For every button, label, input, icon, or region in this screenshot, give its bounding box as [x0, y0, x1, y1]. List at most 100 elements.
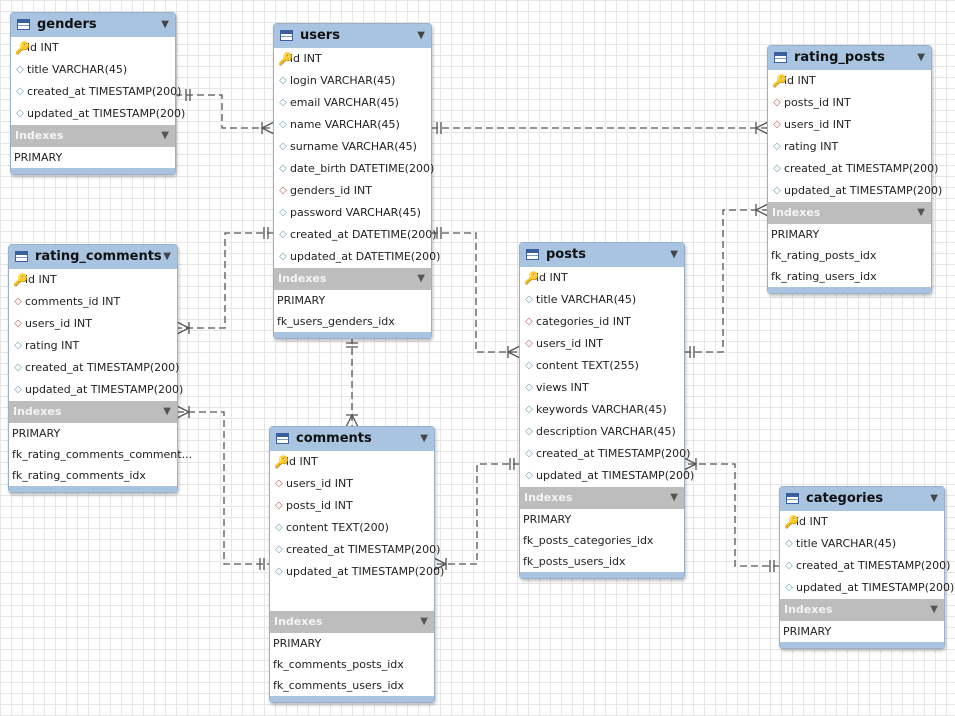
index-row[interactable]: fk_rating_comments_idx [12, 469, 146, 482]
column-row[interactable]: 🔑id INT [270, 451, 434, 473]
collapse-arrow-icon[interactable]: ▼ [163, 406, 171, 417]
column-row[interactable]: ◇title VARCHAR(45) [780, 533, 944, 555]
column-row[interactable]: ◇email VARCHAR(45) [274, 92, 431, 114]
column-row[interactable]: ◇users_id INT [270, 473, 434, 495]
table-posts[interactable]: posts ▼ 🔑id INT ◇title VARCHAR(45) ◇cate… [519, 242, 694, 579]
column-row[interactable]: ◇created_at DATETIME(200) [274, 224, 436, 246]
collapse-arrow-icon[interactable]: ▼ [917, 207, 925, 218]
column-row[interactable]: ◇updated_at DATETIME(200) [274, 246, 440, 268]
column-row[interactable]: ◇login VARCHAR(45) [274, 70, 431, 92]
table-header[interactable]: categories ▼ [780, 487, 944, 511]
column-row[interactable]: ◇updated_at TIMESTAMP(200) [11, 103, 185, 125]
column-row[interactable]: ◇created_at TIMESTAMP(200) [9, 357, 179, 379]
table-genders[interactable]: genders ▼ 🔑id INT ◇title VARCHAR(45) ◇cr… [10, 12, 185, 175]
indexes-header[interactable]: Indexes▼ [780, 599, 944, 621]
indexes-header[interactable]: Indexes▼ [768, 202, 931, 224]
index-row[interactable]: PRIMARY [277, 294, 326, 307]
indexes-header[interactable]: Indexes▼ [9, 401, 177, 423]
rel-categories-posts-marks [683, 457, 775, 572]
column-row[interactable]: ◇posts_id INT [270, 495, 434, 517]
collapse-arrow-icon[interactable]: ▼ [930, 493, 938, 504]
column-row[interactable]: ◇genders_id INT [274, 180, 431, 202]
table-header[interactable]: rating_posts ▼ [768, 46, 931, 70]
index-row[interactable]: PRIMARY [523, 513, 572, 526]
table-comments[interactable]: comments ▼ 🔑id INT ◇users_id INT ◇posts_… [269, 426, 444, 703]
column-row[interactable]: ◇description VARCHAR(45) [520, 421, 684, 443]
table-header[interactable]: genders ▼ [11, 13, 175, 37]
collapse-arrow-icon[interactable]: ▼ [163, 251, 171, 262]
column-row[interactable]: ◇updated_at TIMESTAMP(200) [270, 561, 444, 583]
column-row[interactable]: 🔑id INT [274, 48, 431, 70]
column-row[interactable]: ◇name VARCHAR(45) [274, 114, 431, 136]
table-header[interactable]: users ▼ [274, 24, 431, 48]
column-row[interactable]: ◇title VARCHAR(45) [11, 59, 175, 81]
column-row[interactable]: ◇updated_at TIMESTAMP(200) [780, 577, 954, 599]
column-row[interactable]: ◇content TEXT(200) [270, 517, 434, 539]
index-row[interactable]: PRIMARY [12, 427, 61, 440]
index-row[interactable]: fk_comments_users_idx [273, 679, 405, 692]
table-rating-comments[interactable]: rating_comments ▼ 🔑id INT ◇comments_id I… [8, 244, 193, 493]
table-header[interactable]: rating_comments ▼ [9, 245, 177, 269]
column-row[interactable]: ◇updated_at TIMESTAMP(200) [520, 465, 694, 487]
column-row[interactable]: ◇surname VARCHAR(45) [274, 136, 431, 158]
collapse-arrow-icon[interactable]: ▼ [417, 30, 425, 41]
column-row[interactable]: 🔑id INT [11, 37, 175, 59]
column-row[interactable]: ◇title VARCHAR(45) [520, 289, 684, 311]
collapse-arrow-icon[interactable]: ▼ [161, 130, 169, 141]
column-row[interactable]: ◇keywords VARCHAR(45) [520, 399, 684, 421]
column-row[interactable]: ◇users_id INT [768, 114, 931, 136]
index-row[interactable]: fk_rating_posts_idx [771, 249, 877, 262]
table-header[interactable]: comments ▼ [270, 427, 434, 451]
index-row[interactable]: PRIMARY [771, 228, 820, 241]
column-row[interactable]: 🔑id INT [520, 267, 684, 289]
column-row[interactable]: ◇rating INT [9, 335, 177, 357]
column-row[interactable]: ◇comments_id INT [9, 291, 177, 313]
indexes-header[interactable]: Indexes ▼ [270, 611, 434, 633]
index-row[interactable]: fk_rating_comments_comment... [12, 448, 193, 461]
column-row[interactable]: 🔑id INT [768, 70, 931, 92]
column-row[interactable]: ◇posts_id INT [768, 92, 931, 114]
column-row[interactable]: ◇updated_at TIMESTAMP(200) [9, 379, 183, 401]
indexes-header[interactable]: Indexes▼ [274, 268, 431, 290]
indexes-header[interactable]: Indexes▼ [520, 487, 684, 509]
column-row[interactable]: ◇date_birth DATETIME(200) [274, 158, 434, 180]
collapse-arrow-icon[interactable]: ▼ [930, 604, 938, 615]
index-row[interactable]: fk_rating_users_idx [771, 270, 877, 283]
column-row[interactable]: ◇created_at TIMESTAMP(200) [768, 158, 938, 180]
indexes-label: Indexes [274, 615, 323, 628]
column-row[interactable]: ◇created_at TIMESTAMP(200) [520, 443, 690, 465]
column-row[interactable]: ◇users_id INT [520, 333, 684, 355]
collapse-arrow-icon[interactable]: ▼ [417, 273, 425, 284]
collapse-arrow-icon[interactable]: ▼ [161, 19, 169, 30]
table-header[interactable]: posts ▼ [520, 243, 684, 267]
collapse-arrow-icon[interactable]: ▼ [917, 52, 925, 63]
column-row[interactable]: ◇created_at TIMESTAMP(200) [11, 81, 181, 103]
collapse-arrow-icon[interactable]: ▼ [670, 492, 678, 503]
column-row[interactable]: ◇updated_at TIMESTAMP(200) [768, 180, 942, 202]
indexes-header[interactable]: Indexes▼ [11, 125, 175, 147]
column-row[interactable]: ◇created_at TIMESTAMP(200) [270, 539, 440, 561]
column-row[interactable]: ◇views INT [520, 377, 684, 399]
index-row[interactable]: fk_comments_posts_idx [273, 658, 404, 671]
table-categories[interactable]: categories ▼ 🔑id INT ◇title VARCHAR(45) … [779, 486, 954, 649]
index-row[interactable]: PRIMARY [273, 637, 322, 650]
collapse-arrow-icon[interactable]: ▼ [420, 433, 428, 444]
column-row[interactable]: ◇created_at TIMESTAMP(200) [780, 555, 950, 577]
column-row[interactable]: ◇users_id INT [9, 313, 177, 335]
index-row[interactable]: fk_posts_users_idx [523, 555, 626, 568]
collapse-arrow-icon[interactable]: ▼ [670, 249, 678, 260]
collapse-arrow-icon[interactable]: ▼ [420, 616, 428, 627]
column-row[interactable]: 🔑id INT [9, 269, 177, 291]
key-icon: 🔑 [784, 515, 799, 529]
index-row[interactable]: PRIMARY [14, 151, 63, 164]
column-row[interactable]: 🔑id INT [780, 511, 944, 533]
column-row[interactable]: ◇rating INT [768, 136, 931, 158]
table-rating-posts[interactable]: rating_posts ▼ 🔑id INT ◇posts_id INT ◇us… [767, 45, 942, 294]
column-row[interactable]: ◇categories_id INT [520, 311, 684, 333]
column-row[interactable]: ◇password VARCHAR(45) [274, 202, 431, 224]
table-users[interactable]: users ▼ 🔑id INT ◇login VARCHAR(45) ◇emai… [273, 23, 440, 339]
column-row[interactable]: ◇content TEXT(255) [520, 355, 684, 377]
index-row[interactable]: fk_users_genders_idx [277, 315, 395, 328]
index-row[interactable]: fk_posts_categories_idx [523, 534, 654, 547]
index-row[interactable]: PRIMARY [783, 625, 832, 638]
